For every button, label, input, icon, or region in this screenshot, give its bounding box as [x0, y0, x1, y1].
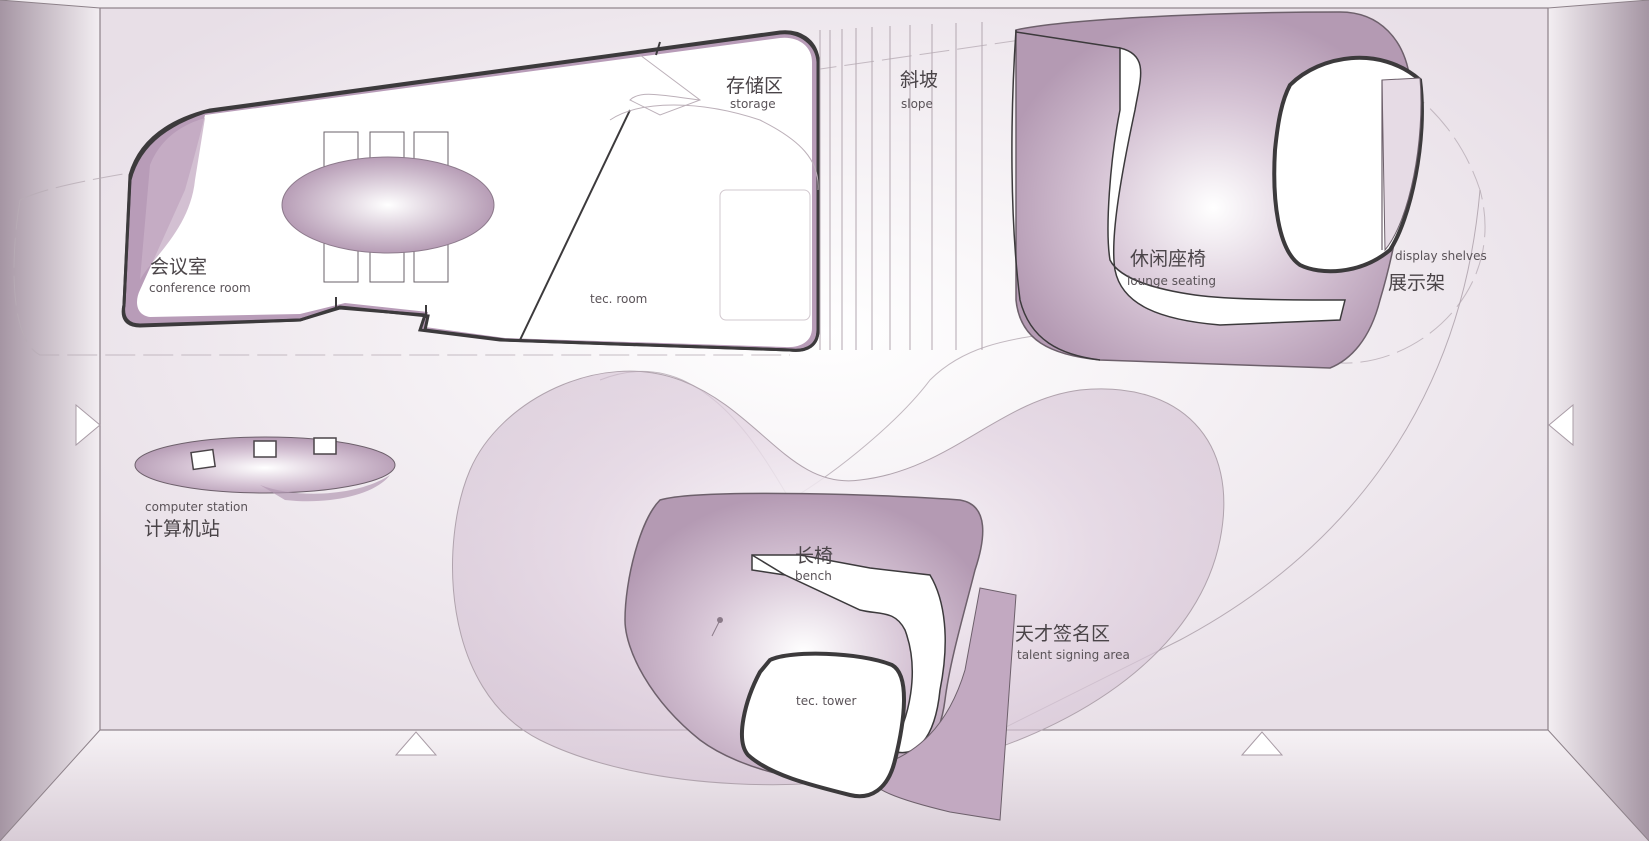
slope-label-cn: 斜坡: [900, 69, 938, 91]
lounge-bench-white: [1107, 47, 1346, 326]
entrance-marker-bottom-left: [394, 731, 438, 756]
entrance-marker-right: [1548, 403, 1574, 447]
conference-room-label-en: conference room: [149, 281, 251, 295]
conference-room-label-cn: 会议室: [150, 256, 207, 278]
lounge-seating-label-en: lounge seating: [1127, 274, 1216, 288]
display-shelves-label-en: display shelves: [1395, 249, 1487, 263]
entrance-marker-bottom-right: [1240, 731, 1284, 756]
conference-table: [281, 156, 495, 254]
tec-tower: [740, 651, 906, 799]
tec-room-label: tec. room: [590, 292, 647, 306]
bench-label-cn: 长椅: [795, 545, 833, 567]
storage-label-cn: 存储区: [726, 75, 783, 97]
computer-station-label-en: computer station: [145, 500, 248, 514]
talent-signing-label-cn: 天才签名区: [1015, 623, 1110, 645]
computer-monitors: [190, 437, 337, 471]
slope-area: [819, 22, 983, 350]
entrance-marker-left: [75, 403, 101, 447]
lounge-seating-label-cn: 休闲座椅: [1130, 248, 1206, 270]
display-shelves-label-cn: 展示架: [1388, 272, 1445, 294]
talent-signing-label-en: talent signing area: [1017, 648, 1130, 662]
slope-label-en: slope: [901, 97, 933, 111]
right-wall: [1548, 0, 1649, 841]
left-wall: [0, 0, 100, 841]
storage-label-en: storage: [730, 97, 776, 111]
tec-tower-label: tec. tower: [796, 694, 857, 708]
computer-station-label-cn: 计算机站: [144, 518, 220, 540]
tec-room-wall: [519, 109, 631, 341]
bench-label-en: bench: [795, 569, 832, 583]
